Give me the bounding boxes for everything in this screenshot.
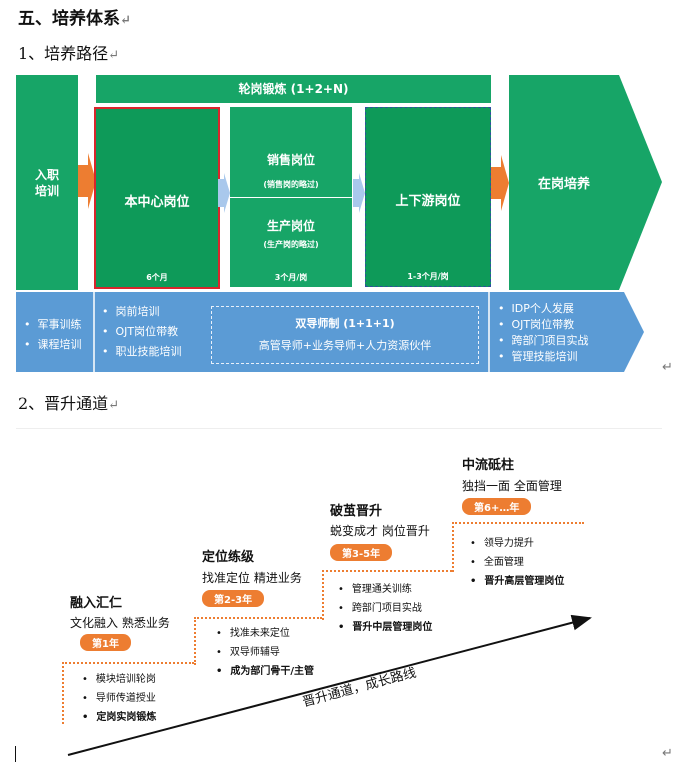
list-item: • OJT岗位带教 xyxy=(102,325,179,338)
list-item: • 军事训练 xyxy=(24,318,82,331)
center-post-box: 本中心岗位 6个月 xyxy=(94,107,220,289)
stage-items: 找准未来定位 双导师辅导 成为部门骨干/主管 xyxy=(216,624,314,681)
return-mark: ↵ xyxy=(662,746,673,761)
subsection-title-path: 1、培养路径↵ xyxy=(18,44,120,63)
on-job-label: 在岗培养 xyxy=(537,177,590,192)
stage-riser xyxy=(194,617,196,665)
on-job-arrow xyxy=(509,75,662,290)
stage-items: 管理通关训练 跨部门项目实战 晋升中层管理岗位 xyxy=(338,580,433,637)
stage-subtitle: 蜕变成才 岗位晋升 xyxy=(330,524,430,538)
divider xyxy=(230,197,352,198)
updown-post-box: 上下游岗位 1-3个月/岗 xyxy=(365,107,491,287)
stage-title: 定位练级 xyxy=(202,550,255,565)
stage-subtitle: 文化融入 熟悉业务 xyxy=(70,616,170,630)
sales-post-title: 销售岗位 xyxy=(266,153,315,167)
stage-line xyxy=(62,662,194,664)
stage-badge: 第3-5年 xyxy=(330,544,393,561)
sales-production-box: 销售岗位 (销售岗的略过) 生产岗位 (生产岗的略过) 3个月/岗 xyxy=(230,107,352,287)
stage-items: 领导力提升 全面管理 晋升高层管理岗位 xyxy=(470,534,565,591)
prod-post-note: (生产岗的略过) xyxy=(263,240,319,249)
blue-arrow-icon xyxy=(353,173,365,213)
stage-items: 模块培训轮岗 导师传道授业 定岗实岗锻炼 xyxy=(82,670,157,727)
stage-line xyxy=(452,522,584,524)
left-methods: • 军事训练 • 课程培训 xyxy=(24,315,81,355)
stage-badge: 第2-3年 xyxy=(202,590,265,607)
list-item: • OJT岗位带教 xyxy=(498,318,575,331)
stage-title: 融入汇仁 xyxy=(70,596,123,611)
orange-arrow-icon xyxy=(491,155,509,211)
stage-title: 破茧晋升 xyxy=(330,504,383,519)
text-cursor xyxy=(15,746,16,762)
stage-title: 中流砥柱 xyxy=(462,458,515,473)
list-item: • 跨部门项目实战 xyxy=(498,334,589,347)
return-mark: ↵ xyxy=(662,360,673,375)
stage-riser xyxy=(322,570,324,620)
stage-riser xyxy=(62,662,64,724)
stage-subtitle: 独挡一面 全面管理 xyxy=(462,479,562,493)
training-path-diagram: 入职培训 轮岗锻炼 (1+2+N) 本中心岗位 6个月 销售岗位 (销售岗的略过… xyxy=(16,75,662,373)
stage-badge: 第6+…年 xyxy=(462,498,532,515)
stage-badge: 第1年 xyxy=(80,634,131,651)
right-methods: • IDP个人发展 • OJT岗位带教 • 跨部门项目实战 • 管理技能培训 xyxy=(498,301,588,365)
orange-arrow-icon xyxy=(78,153,96,209)
growth-arrow-icon xyxy=(67,614,592,756)
list-item: • 管理技能培训 xyxy=(498,350,578,363)
divider xyxy=(16,428,662,429)
career-diagram: 中流砥柱 独挡一面 全面管理 第6+…年 领导力提升 全面管理 晋升高层管理岗位… xyxy=(0,430,694,766)
mid-duration: 3个月/岗 xyxy=(274,273,308,282)
methods-band xyxy=(16,292,644,372)
mid-methods: • 岗前培训 • OJT岗位带教 • 职业技能培训 xyxy=(102,302,181,362)
stage-riser xyxy=(452,522,454,572)
list-item: • 岗前培训 xyxy=(102,305,160,318)
list-item: • 职业技能培训 xyxy=(102,345,182,358)
section-title: 五、培养体系↵ xyxy=(18,9,131,29)
blue-arrow-icon xyxy=(218,173,230,213)
stage-line xyxy=(322,570,452,572)
prod-post-title: 生产岗位 xyxy=(266,219,315,233)
rotation-header: 轮岗锻炼 (1+2+N) xyxy=(96,75,491,103)
stage-line xyxy=(194,617,322,619)
list-item: • IDP个人发展 xyxy=(498,302,574,315)
list-item: • 课程培训 xyxy=(24,338,82,351)
sales-post-note: (销售岗的略过) xyxy=(263,180,319,189)
mentor-box: 双导师制 (1+1+1) 高管导师+业务导师+人力资源伙伴 xyxy=(211,306,479,364)
stage-subtitle: 找准定位 精进业务 xyxy=(202,571,302,585)
subsection-title-career: 2、晋升通道↵ xyxy=(18,394,120,413)
onboard-box: 入职培训 xyxy=(16,75,78,290)
